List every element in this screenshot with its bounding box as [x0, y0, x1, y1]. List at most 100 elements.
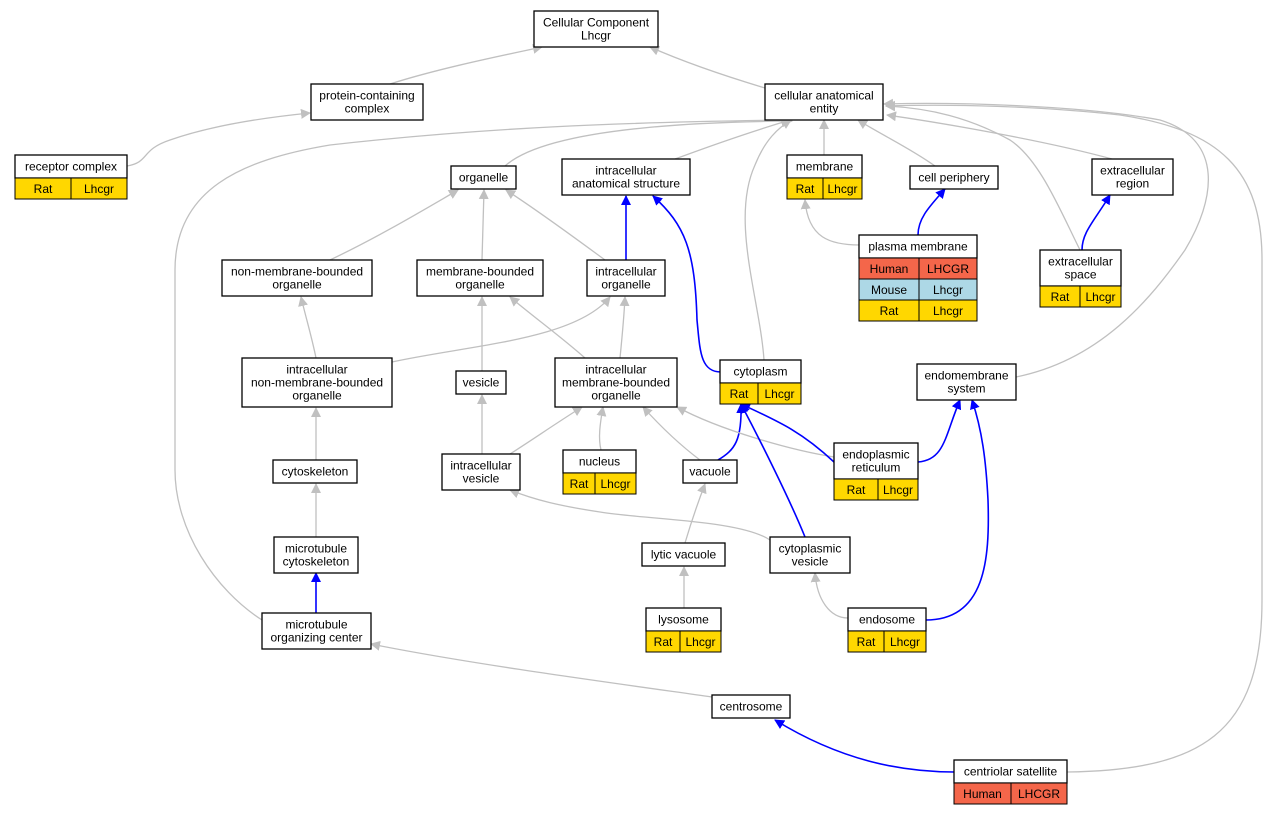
node-vesicle[interactable]: vesicle	[455, 370, 507, 395]
edge-microtubule-organizing-center-to-cellular-anatomical-entity	[174, 115, 793, 621]
node-label-line: organelle	[292, 389, 342, 403]
node-label-line: extracellular	[1100, 164, 1165, 178]
edge-intracellular-vesicle-to-intracellular-membrane-bounded-organelle	[509, 406, 583, 455]
edge-endoplasmic-reticulum-to-cytoplasm	[740, 403, 835, 463]
node-box	[769, 536, 851, 574]
edges-layer	[126, 44, 1263, 773]
edge-intracellular-non-membrane-bounded-organelle-to-non-membrane-bounded-organelle	[298, 296, 317, 359]
gene-label: Lhcgr	[685, 635, 715, 649]
gene-label: Lhcgr	[600, 477, 630, 491]
node-label-line: organelle	[601, 278, 651, 292]
node-cytoskeleton[interactable]: cytoskeleton	[272, 459, 358, 484]
node-box	[455, 370, 507, 395]
node-label-line: anatomical structure	[572, 177, 680, 191]
node-box	[561, 158, 691, 196]
node-box	[241, 357, 393, 408]
gene-cell	[877, 478, 919, 501]
node-label-line: vesicle	[792, 555, 829, 569]
gene-cell	[679, 630, 722, 653]
node-label-line: membrane-bounded	[562, 376, 670, 390]
node-centrosome[interactable]: centrosome	[711, 694, 791, 719]
species-label: Human	[963, 787, 1002, 801]
node-label-line: vesicle	[463, 376, 500, 390]
edge-plasma-membrane-to-membrane	[800, 199, 861, 246]
edge-non-membrane-bounded-organelle-to-organelle	[329, 189, 459, 261]
gene-cell	[757, 382, 802, 405]
edge-extracellular-space-to-extracellular-region	[1081, 194, 1111, 251]
node-label-line: centriolar satellite	[964, 765, 1058, 779]
node-label-line: membrane-bounded	[426, 265, 534, 279]
gene-label: Lhcgr	[933, 304, 963, 318]
node-box	[416, 259, 544, 297]
node-label-line: system	[947, 382, 985, 396]
node-box	[450, 165, 517, 190]
edge-centrosome-to-microtubule-organizing-center	[370, 640, 713, 698]
node-box	[682, 459, 738, 484]
node-label-line: cytoplasm	[733, 365, 787, 379]
node-box	[586, 259, 666, 297]
node-label-line: vacuole	[689, 465, 731, 479]
edge-centriolar-satellite-to-cellular-anatomical-entity	[885, 100, 1263, 773]
gene-cell	[70, 177, 128, 200]
node-label-line: lytic vacuole	[651, 548, 717, 562]
node-label-line: cytoskeleton	[282, 465, 349, 479]
node-organelle[interactable]: organelle	[450, 165, 517, 190]
node-box	[641, 542, 726, 567]
node-label-line: organelle	[459, 171, 509, 185]
node-label-line: endomembrane	[924, 369, 1008, 383]
edge-cell-periphery-to-cellular-anatomical-entity	[857, 119, 936, 167]
node-label-line: intracellular	[286, 363, 347, 377]
node-lytic-vacuole[interactable]: lytic vacuole	[641, 542, 726, 567]
node-label-line: lysosome	[658, 613, 709, 627]
node-vacuole[interactable]: vacuole	[682, 459, 738, 484]
node-cell-periphery[interactable]: cell periphery	[909, 165, 999, 190]
node-label-line: endoplasmic	[842, 448, 909, 462]
gene-cell	[822, 177, 863, 200]
node-label-line: complex	[345, 102, 390, 116]
gene-cell	[918, 299, 978, 322]
species-label: Rat	[570, 477, 589, 491]
edge-cytoplasmic-vesicle-to-cytoplasm	[740, 403, 806, 538]
gene-cell	[594, 472, 637, 495]
node-label-line: region	[1116, 177, 1149, 191]
node-label-line: organelle	[591, 389, 641, 403]
gene-label: LHCGR	[927, 262, 969, 276]
species-label: Rat	[796, 182, 815, 196]
edge-extracellular-space-to-cellular-anatomical-entity	[885, 101, 1081, 251]
node-intracellular-non-membrane-bounded-organelle[interactable]: intracellularnon-membrane-boundedorganel…	[241, 357, 393, 408]
node-label-line: endosome	[859, 613, 915, 627]
node-box	[533, 10, 659, 48]
edge-lytic-vacuole-to-vacuole	[684, 483, 707, 544]
node-label-line: entity	[810, 102, 839, 116]
node-box	[764, 83, 884, 121]
node-label-line: cell periphery	[918, 171, 989, 185]
node-label-line: reticulum	[852, 461, 901, 475]
node-label-line: receptor complex	[25, 160, 117, 174]
